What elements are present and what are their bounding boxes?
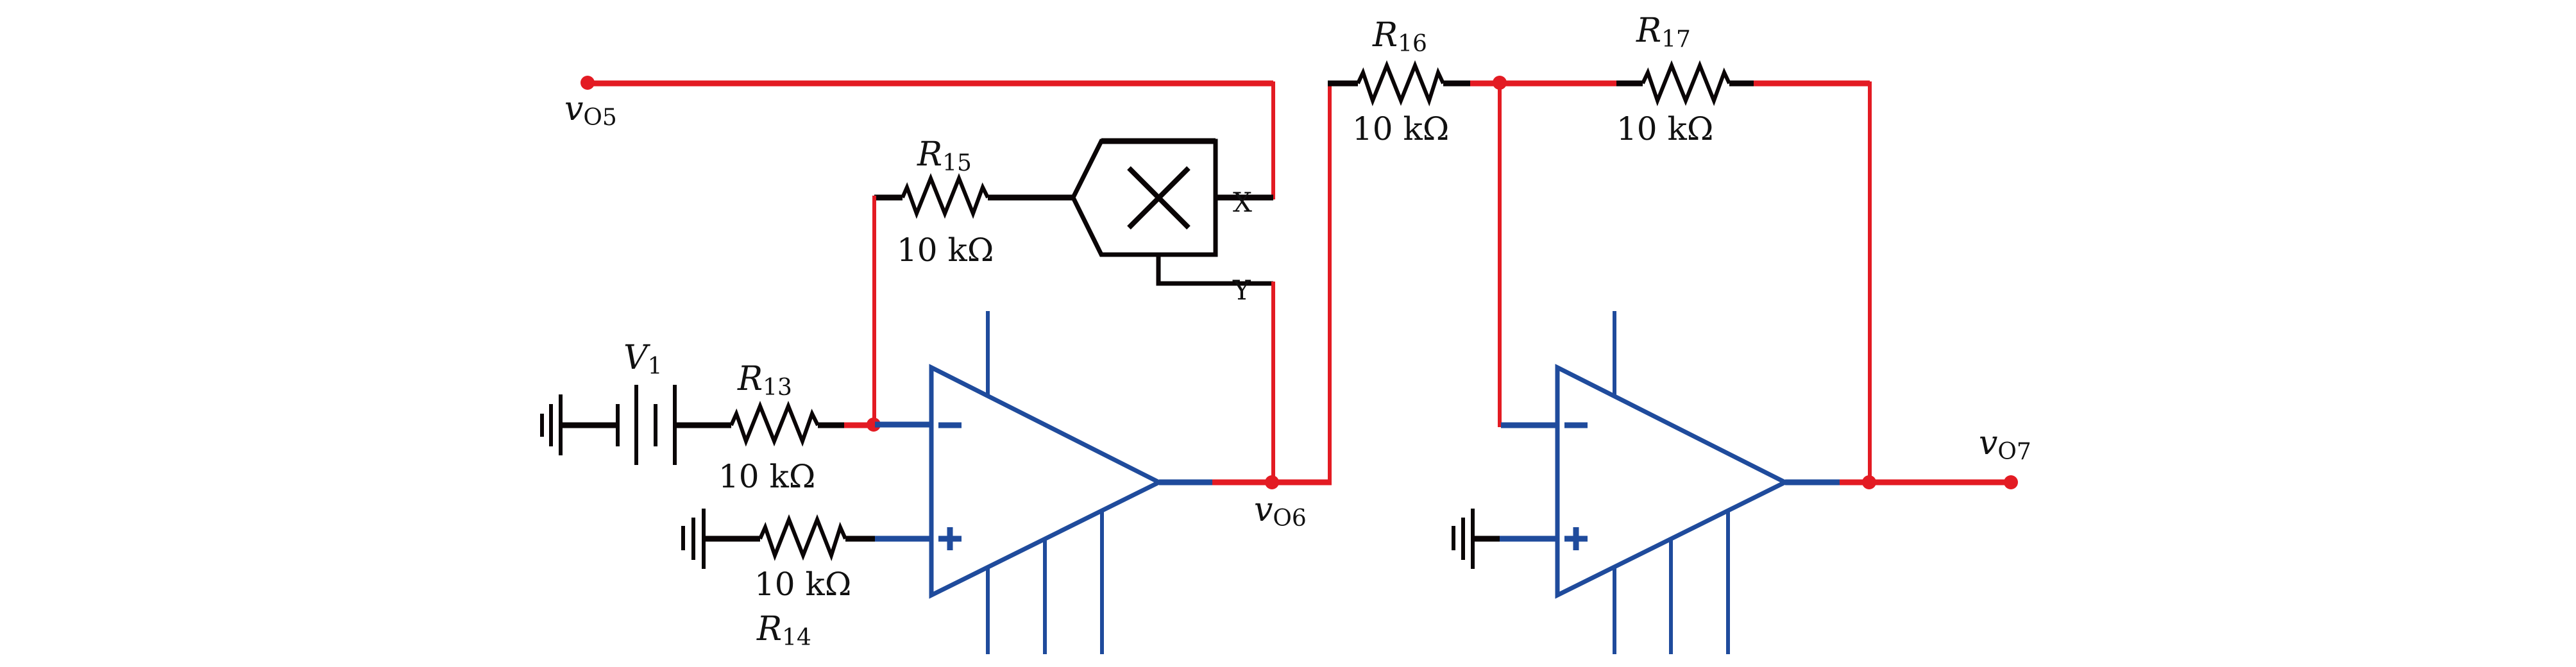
resistor-R15-value: 10 kΩ xyxy=(897,232,994,269)
resistor-R13-value: 10 kΩ xyxy=(718,458,815,495)
multiply-icon-stroke-2 xyxy=(1127,166,1191,230)
multiplier-x-label: X xyxy=(1233,187,1252,218)
resistor-R16-label: R16 xyxy=(1372,16,1427,57)
node-vO7-label: vO7 xyxy=(1979,424,2031,465)
resistor-R14 xyxy=(758,514,847,561)
resistor-R15 xyxy=(901,173,990,219)
ground-symbol-1 xyxy=(540,394,563,455)
resistor-R16 xyxy=(1356,60,1445,106)
vO5-wire xyxy=(588,80,1275,199)
multiplier: X Y xyxy=(1071,138,1273,306)
ground-symbol-3 xyxy=(1452,509,1475,569)
resistor-R17-value: 10 kΩ xyxy=(1616,110,1713,148)
ground-symbol-2 xyxy=(681,509,706,569)
multiplier-y-pin xyxy=(1156,255,1273,286)
resistor-R17 xyxy=(1641,60,1731,106)
battery-V1 xyxy=(616,385,677,465)
resistor-R14-value: 10 kΩ xyxy=(754,566,851,603)
node-vO6 xyxy=(1265,475,1279,489)
resistor-R15-label: R15 xyxy=(917,135,972,176)
resistor-R16-value: 10 kΩ xyxy=(1352,110,1449,148)
node-inverting-junction-1 xyxy=(867,418,881,432)
opamp-2 xyxy=(1555,311,1790,654)
multiplier-y-label: Y xyxy=(1232,274,1251,306)
opamp-1 xyxy=(929,311,1164,654)
resistor-R17-label: R17 xyxy=(1636,12,1691,53)
resistor-R13-label: R13 xyxy=(737,360,792,401)
node-vO5-terminal xyxy=(580,76,595,90)
node-vO7-terminal xyxy=(2004,475,2018,489)
battery-V1-label: V1 xyxy=(623,339,662,380)
node-output-junction xyxy=(1862,475,1876,489)
node-vO6-label: vO6 xyxy=(1254,491,1307,532)
node-vO5-label: vO5 xyxy=(564,90,617,131)
resistor-R14-label: R14 xyxy=(756,610,811,651)
node-inverting-junction-2 xyxy=(1493,76,1507,90)
resistor-R13 xyxy=(729,400,820,447)
